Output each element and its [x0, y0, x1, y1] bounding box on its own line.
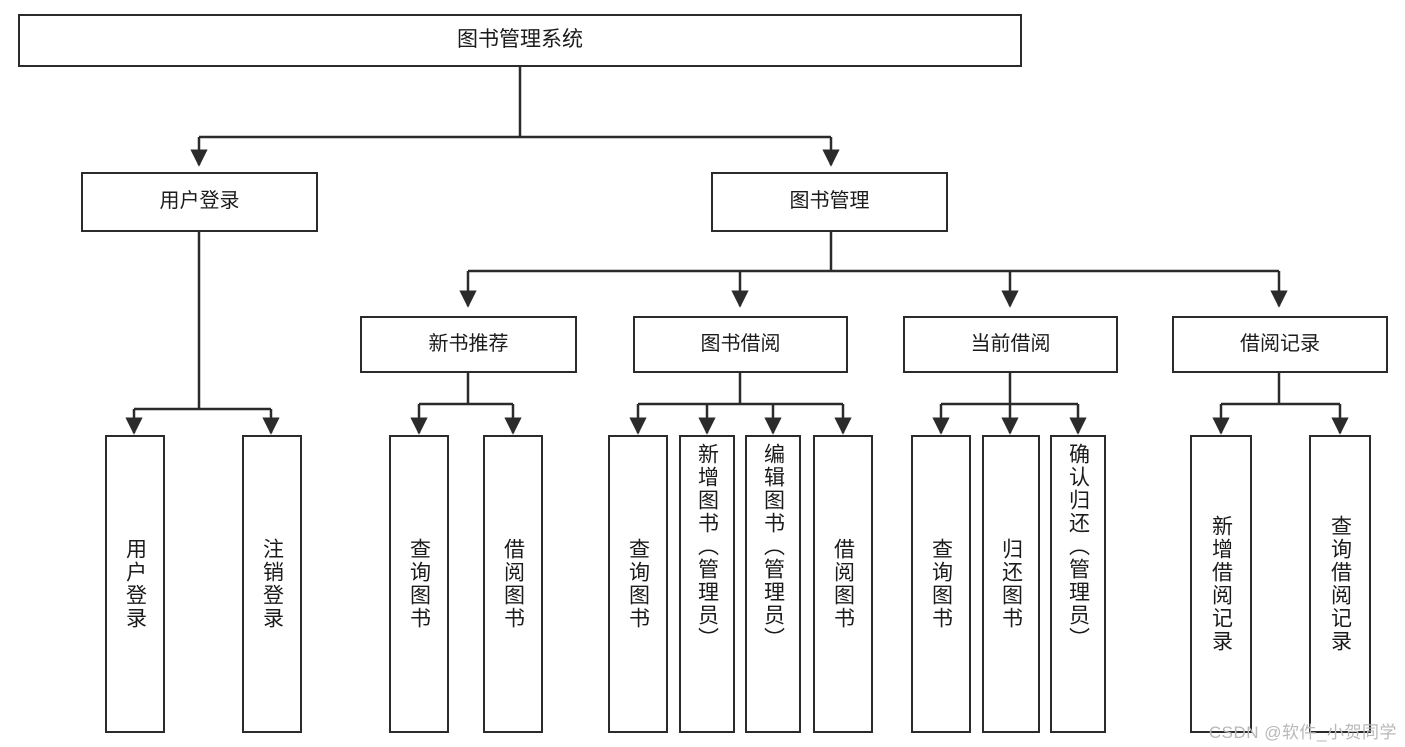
leaf-return-book[interactable]: 归还图书: [982, 435, 1040, 733]
watermark-text: CSDN @软件_小贺同学: [1208, 723, 1397, 742]
node-book-borrow[interactable]: 图书借阅: [633, 316, 848, 373]
leaf-add-borrow-record[interactable]: 新增借阅记录: [1190, 435, 1252, 733]
node-book-manage[interactable]: 图书管理: [711, 172, 948, 232]
node-label: 查询图书: [626, 538, 650, 630]
node-label: 确认归还（管理员）: [1066, 443, 1090, 650]
node-label: 查询图书: [929, 538, 953, 630]
node-label: 图书管理系统: [457, 28, 583, 52]
leaf-borrow-book-rec[interactable]: 借阅图书: [483, 435, 543, 733]
node-label: 借阅记录: [1240, 332, 1320, 355]
node-current-borrow[interactable]: 当前借阅: [903, 316, 1118, 373]
leaf-query-book-rec[interactable]: 查询图书: [389, 435, 449, 733]
node-label: 查询图书: [407, 538, 431, 630]
node-user-login[interactable]: 用户登录: [81, 172, 318, 232]
node-label: 借阅图书: [501, 538, 525, 630]
node-label: 新增借阅记录: [1209, 515, 1233, 653]
node-label: 新增图书（管理员）: [695, 443, 719, 650]
leaf-query-book-current[interactable]: 查询图书: [911, 435, 971, 733]
leaf-add-book-admin[interactable]: 新增图书（管理员）: [679, 435, 735, 733]
node-label: 当前借阅: [970, 332, 1051, 355]
node-label: 归还图书: [999, 538, 1023, 630]
leaf-user-login[interactable]: 用户登录: [105, 435, 165, 733]
leaf-logout-login[interactable]: 注销登录: [242, 435, 302, 733]
node-label: 编辑图书（管理员）: [761, 443, 785, 650]
leaf-confirm-return-admin[interactable]: 确认归还（管理员）: [1050, 435, 1106, 733]
leaf-query-borrow-record[interactable]: 查询借阅记录: [1309, 435, 1371, 733]
node-label: 查询借阅记录: [1328, 515, 1352, 653]
node-label: 图书借阅: [700, 332, 781, 355]
leaf-edit-book-admin[interactable]: 编辑图书（管理员）: [745, 435, 801, 733]
node-new-book-rec[interactable]: 新书推荐: [360, 316, 577, 373]
node-label: 用户登录: [159, 190, 240, 213]
leaf-query-book-borrow[interactable]: 查询图书: [608, 435, 668, 733]
node-label: 图书管理: [789, 190, 870, 213]
node-label: 新书推荐: [428, 332, 509, 355]
node-borrow-record[interactable]: 借阅记录: [1172, 316, 1388, 373]
node-label: 用户登录: [123, 538, 147, 630]
node-root-system[interactable]: 图书管理系统: [18, 14, 1022, 67]
node-label: 注销登录: [260, 538, 284, 630]
node-label: 借阅图书: [831, 538, 855, 630]
leaf-borrow-book-borrow[interactable]: 借阅图书: [813, 435, 873, 733]
